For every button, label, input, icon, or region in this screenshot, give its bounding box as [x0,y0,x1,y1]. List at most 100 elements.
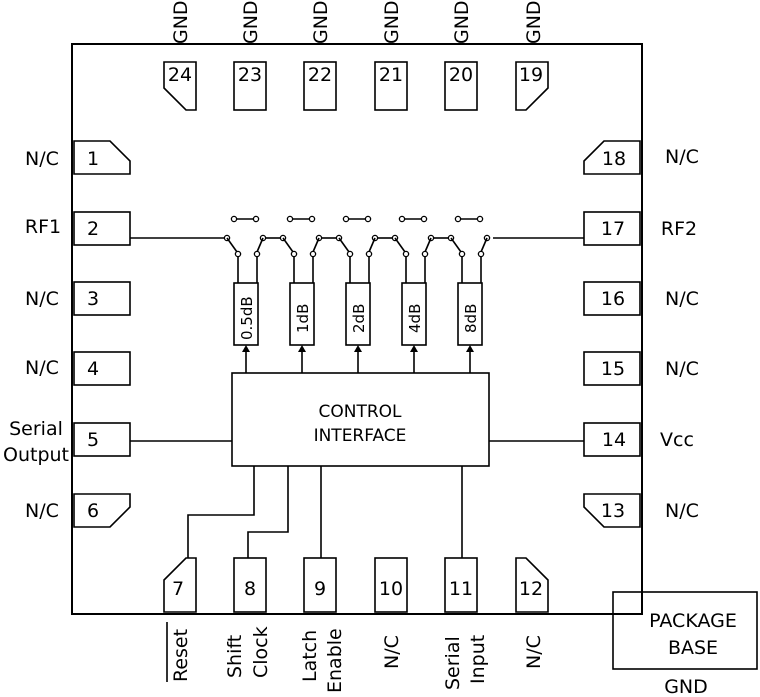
switch-contact [346,250,354,258]
pin-number: 8 [244,578,256,600]
pin-number: 10 [379,578,403,600]
pin-6-label: N/C [25,500,59,522]
pin-9-label-line1: Latch [299,630,321,682]
attenuator-stage-0.5db [223,215,267,283]
switch-contact [477,250,485,258]
pin-13: 13 [583,493,641,528]
pin-6: 6 [73,493,131,528]
switch-contact [402,250,410,258]
pin-12: 12 [515,557,549,613]
switch-blade [282,237,294,253]
pin-number: 9 [314,578,326,600]
control-interface-line2: INTERFACE [314,426,407,446]
switch-blade [338,237,350,253]
pin-number: 21 [379,64,403,86]
switch-contact [290,250,298,258]
pin-12-label: N/C [523,635,545,669]
switch-contact [309,250,317,258]
attenuator-4db: 4dB [401,282,427,346]
pin-5-label-line2: Output [3,444,69,466]
pin-number: 6 [87,500,99,522]
switch-blade [312,237,320,253]
control-interface-box [231,372,490,467]
switch-blade [226,237,238,253]
pin-16: 16 [583,281,641,316]
switch-contact [476,215,484,223]
pin-number: 17 [601,218,625,240]
attenuator-8db: 8dB [457,282,483,346]
pin-number: 7 [172,578,184,600]
attenuator-stage-1db [279,215,323,283]
pin-10-label: N/C [381,635,403,669]
switch-blade [424,237,432,253]
switch-contact [286,215,294,223]
pin-15: 15 [583,351,641,386]
attenuator-label: 4dB [406,304,424,333]
pin-number: 16 [601,288,625,310]
attenuator-0.5db: 0.5dB [233,282,259,346]
pin-2: 2 [73,211,131,246]
pin-2-label: RF1 [25,216,61,238]
pin-number: 15 [601,358,625,380]
pin-number: 2 [87,218,99,240]
switch-contact [421,250,429,258]
pin-number: 23 [238,64,262,86]
switch-contact [458,250,466,258]
pin-9: 9 [303,557,337,613]
pin-11-label-line2: Input [467,635,489,684]
pin-7-label: Reset [170,629,192,682]
switch-contact [230,215,238,223]
attenuator-label: 1dB [294,304,312,333]
pin-24: 24 [163,61,197,111]
pin-9-label-line2: Enable [324,628,346,693]
attenuator-stage-8db [447,215,491,283]
switch-contact [252,215,260,223]
pin-15-label: N/C [665,358,699,380]
pin-number: 12 [519,578,543,600]
pin-14-label: Vcc [660,429,694,451]
pin-19: 19 [515,61,549,111]
pin-17: 17 [583,211,641,246]
attenuator-2db: 2dB [345,282,371,346]
switch-blade [480,237,488,253]
switch-contact [342,215,350,223]
pin-number: 18 [602,148,626,170]
pin-number: 11 [449,578,473,600]
package-base-line2: BASE [668,637,718,659]
pin-number: 5 [87,429,99,451]
switch-blade [394,237,406,253]
control-arrows [242,345,474,373]
pin-1: 1 [73,140,131,175]
pin-19-label: GND [523,0,545,44]
pin-5-label-line1: Serial [9,418,63,440]
pin-4: 4 [73,351,131,386]
pin-number: 3 [87,288,99,310]
pin-18: 18 [583,140,641,175]
pin-17-label: RF2 [661,218,697,240]
control-wiring [130,440,584,558]
switch-blade [256,237,264,253]
package-base-box [612,591,758,670]
pin-number: 14 [602,429,626,451]
pin-21-label: GND [381,0,403,44]
switch-contact [398,215,406,223]
switch-contact [364,215,372,223]
pin-3-label: N/C [25,288,59,310]
pin-number: 1 [87,148,99,170]
switch-contact [454,215,462,223]
package-base-line1: PACKAGE [649,610,737,632]
pin-24-label: GND [170,0,192,44]
switch-contact [253,250,261,258]
pin-number: 20 [449,64,473,86]
switch-contact [234,250,242,258]
pin-13-label: N/C [665,500,699,522]
attenuator-label: 0.5dB [238,296,256,340]
attenuator-label: 8dB [462,304,480,333]
pin-8-label-line1: Shift [224,635,246,678]
pin-11-label-line1: Serial [442,636,464,690]
pin-22-label: GND [310,0,332,44]
switch-contact [420,215,428,223]
switch-contact [308,215,316,223]
pin-5: 5 [73,422,131,457]
